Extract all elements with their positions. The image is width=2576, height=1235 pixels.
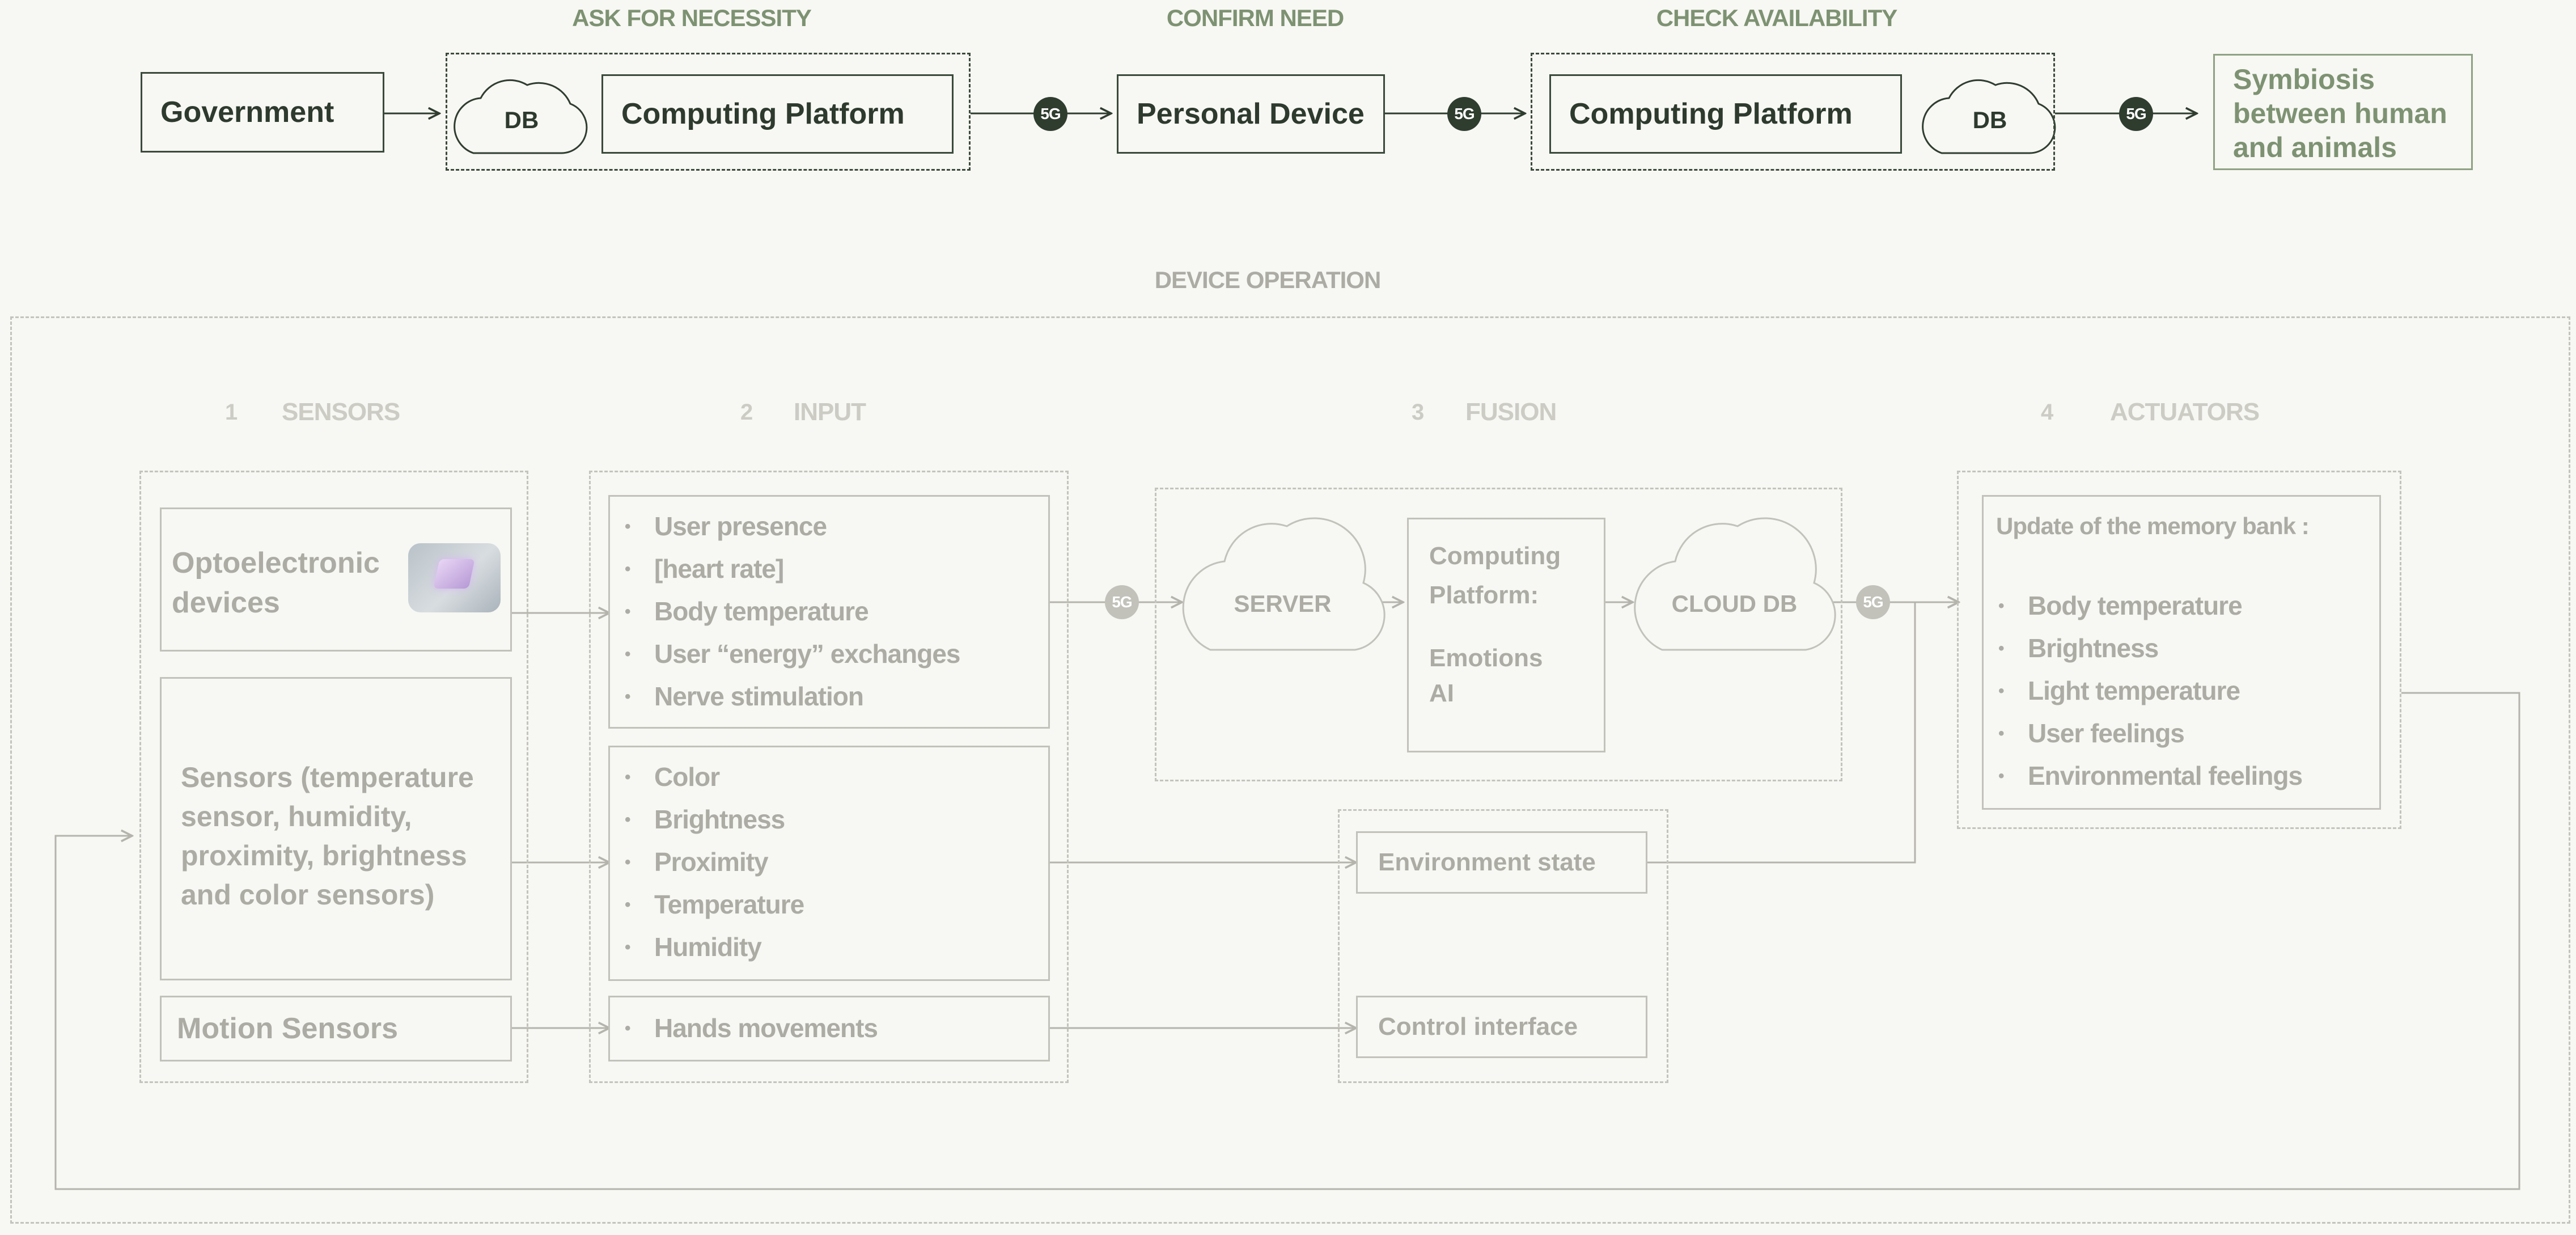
arrow-environment-to-actuators (1647, 602, 1959, 864)
fusion-platform-title: Computing Platform: (1429, 542, 1561, 609)
step-1-number: 1 (225, 400, 238, 425)
input-item: Color (610, 756, 1048, 798)
memory-bank-list: Body temperature Brightness Light temper… (1984, 585, 2303, 797)
computing-platform-label-2: Computing Platform (1569, 98, 1853, 130)
feedback-loop-line (54, 692, 2520, 1190)
db-label-2: DB (1972, 107, 2007, 133)
header-ask-for-necessity: ASK FOR NECESSITY (572, 5, 812, 31)
environment-state-box: Environment state (1356, 831, 1647, 894)
multi-sensor-label: Sensors (temperature sensor, humidity, p… (181, 762, 474, 911)
fusion-item-ai: AI (1429, 679, 1454, 707)
fusion-item-emotions: Emotions (1429, 644, 1543, 672)
memory-bank-title: Update of the memory bank : (1996, 513, 2310, 539)
input-box-motion: Hands movements (608, 996, 1050, 1061)
input-item: User presence (610, 505, 1048, 548)
db-label-1: DB (504, 107, 539, 133)
personal-device-node: Personal Device (1117, 74, 1385, 154)
motion-sensor-box: Motion Sensors (160, 996, 512, 1061)
input-item: Hands movements (610, 1007, 1048, 1050)
memory-bank-item: Brightness (1984, 627, 2302, 670)
5g-badge-1: 5G (1033, 97, 1067, 131)
5g-badge-2: 5G (1447, 97, 1481, 131)
opto-sensor-label: Optoelectronic devices (172, 547, 380, 619)
input-item: Temperature (610, 883, 1048, 926)
check-platform-group (1531, 53, 2055, 171)
step-1-label: SENSORS (282, 398, 400, 426)
device-operation-frame (10, 316, 2570, 1224)
fusion-group (1155, 488, 1842, 781)
environment-state-label: Environment state (1378, 848, 1596, 876)
input-item: Proximity (610, 841, 1048, 883)
memory-bank-item: Light temperature (1984, 670, 2302, 712)
chip-glow-icon (433, 559, 475, 589)
government-label: Government (160, 96, 334, 129)
server-label: SERVER (1234, 590, 1332, 617)
device-operation-title: DEVICE OPERATION (1154, 267, 1382, 293)
computing-platform-node-1: Computing Platform (601, 74, 954, 154)
step-2-number: 2 (740, 400, 753, 425)
sensors-group (139, 471, 528, 1083)
input-box-user: User presence [heart rate] Body temperat… (608, 495, 1050, 729)
input-list-motion: Hands movements (610, 1007, 1048, 1050)
step-4-number: 4 (2041, 400, 2054, 425)
memory-bank-item: Environmental feelings (1984, 755, 2303, 797)
input-item: [heart rate] (610, 548, 1048, 590)
step-3-number: 3 (1412, 400, 1425, 425)
memory-bank-item: User feelings (1984, 712, 2302, 755)
chip-image (408, 543, 501, 612)
input-item: Nerve stimulation (610, 675, 1048, 718)
5g-badge-3: 5G (2119, 97, 2153, 131)
cloud-db-label: CLOUD DB (1671, 590, 1798, 617)
input-item: Humidity (610, 926, 1048, 968)
computing-platform-node-2: Computing Platform (1549, 74, 1902, 154)
memory-bank-item: Body temperature (1984, 585, 2302, 627)
interface-group (1338, 809, 1668, 1083)
input-box-environment: Color Brightness Proximity Temperature H… (608, 746, 1050, 981)
control-interface-label: Control interface (1378, 1013, 1578, 1041)
cloud-db-cloud (1634, 517, 1836, 651)
5g-badge-4: 5G (1105, 585, 1139, 619)
input-group (589, 471, 1069, 1083)
personal-device-label: Personal Device (1137, 98, 1365, 130)
actuators-group (1957, 471, 2401, 829)
motion-sensor-label: Motion Sensors (177, 1012, 399, 1045)
step-3-label: FUSION (1465, 398, 1557, 426)
outcome-label: Symbiosis between human and animals (2233, 64, 2447, 163)
input-item: Body temperature (610, 590, 1048, 633)
input-list-environment: Color Brightness Proximity Temperature H… (610, 756, 1048, 968)
outcome-node: Symbiosis between human and animals (2213, 54, 2473, 170)
db-cloud-1 (454, 79, 588, 154)
header-confirm-need: CONFIRM NEED (1166, 5, 1344, 31)
5g-badge-5: 5G (1856, 585, 1890, 619)
computing-platform-label-1: Computing Platform (621, 98, 905, 130)
server-cloud (1182, 517, 1386, 651)
memory-bank-box: Update of the memory bank : Body tempera… (1982, 495, 2381, 810)
step-2-label: INPUT (794, 398, 866, 426)
step-4-label: ACTUATORS (2110, 398, 2260, 426)
government-node: Government (141, 72, 384, 153)
ask-platform-group (446, 53, 971, 171)
input-list-user: User presence [heart rate] Body temperat… (610, 505, 1048, 718)
header-check-availability: CHECK AVAILABILITY (1656, 5, 1898, 31)
control-interface-box: Control interface (1356, 996, 1647, 1058)
opto-sensor-box: Optoelectronic devices (160, 507, 512, 652)
fusion-platform-box: Computing Platform: Emotions AI (1407, 518, 1605, 752)
input-item: User “energy” exchanges (610, 633, 1048, 675)
input-item: Brightness (610, 798, 1048, 841)
multi-sensor-box: Sensors (temperature sensor, humidity, p… (160, 677, 512, 980)
